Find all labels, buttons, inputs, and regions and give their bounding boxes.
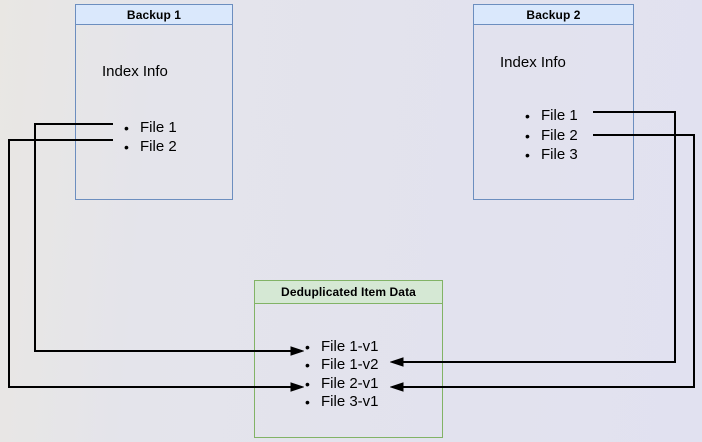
backup1-file-list-item: • File 2 <box>121 137 177 156</box>
file-label: File 2 <box>541 127 578 144</box>
dedup-item-list-item: • File 3-v1 <box>302 392 379 411</box>
backup2-index-info-label: Index Info <box>500 54 566 71</box>
backup2-file-list-item: • File 1 <box>522 106 578 125</box>
backup2-file-list-item: • File 2 <box>522 126 578 145</box>
item-label: File 1-v1 <box>321 338 379 355</box>
bullet-icon: • <box>305 356 310 373</box>
bullet-icon: • <box>305 393 310 410</box>
dedup-item-list-item: • File 1-v2 <box>302 355 379 374</box>
file-label: File 1 <box>541 107 578 124</box>
backup2-container: Backup 2 Index Info • File 1 • File 2 • … <box>473 4 634 200</box>
bullet-icon: • <box>525 107 530 124</box>
bullet-icon: • <box>124 119 129 136</box>
bullet-icon: • <box>305 375 310 392</box>
item-label: File 3-v1 <box>321 393 379 410</box>
dedup-item-list-item: • File 2-v1 <box>302 374 379 393</box>
bullet-icon: • <box>525 127 530 144</box>
bullet-icon: • <box>525 146 530 163</box>
backup1-container: Backup 1 Index Info • File 1 • File 2 <box>75 4 233 200</box>
backup2-file-list-item: • File 3 <box>522 145 578 164</box>
bullet-icon: • <box>305 338 310 355</box>
file-label: File 3 <box>541 146 578 163</box>
item-label: File 2-v1 <box>321 375 379 392</box>
dedup-title: Deduplicated Item Data <box>255 281 442 304</box>
backup1-title: Backup 1 <box>76 5 232 25</box>
backup2-title: Backup 2 <box>474 5 633 25</box>
bullet-icon: • <box>124 138 129 155</box>
item-label: File 1-v2 <box>321 356 379 373</box>
dedup-item-list-item: • File 1-v1 <box>302 337 379 356</box>
backup1-index-info-label: Index Info <box>102 63 168 80</box>
file-label: File 2 <box>140 138 177 155</box>
file-label: File 1 <box>140 119 177 136</box>
backup1-file-list-item: • File 1 <box>121 118 177 137</box>
dedup-container: Deduplicated Item Data • File 1-v1 • Fil… <box>254 280 443 438</box>
